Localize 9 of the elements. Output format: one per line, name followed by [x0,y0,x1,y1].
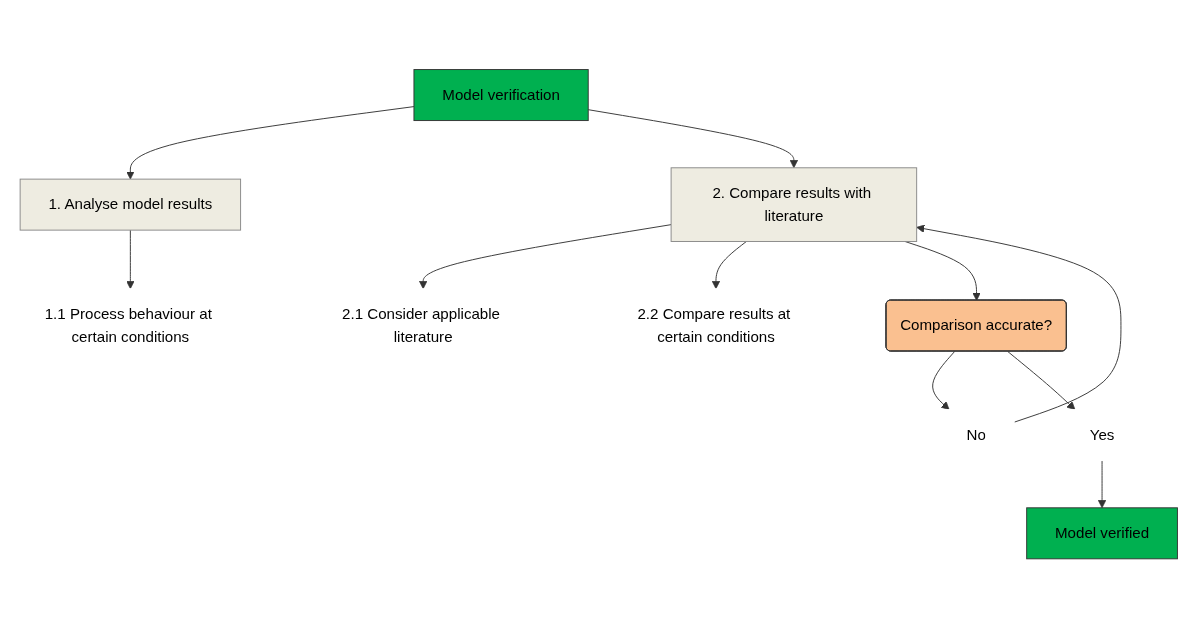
node-text: No [966,426,986,443]
node-text: 2.1 Consider applicable literature [342,305,501,345]
node-box: 1. Analyse model results [19,178,242,231]
node-box: 2. Compare results with literature [670,167,918,242]
node-box: Model verification [413,68,589,121]
node-box: Model verified [1026,507,1178,560]
node-text: 2.2 Compare results at certain conditions [637,305,791,345]
node-text: 1.1 Process behaviour at certain conditions [44,305,212,345]
node-text: Yes [1089,426,1115,443]
